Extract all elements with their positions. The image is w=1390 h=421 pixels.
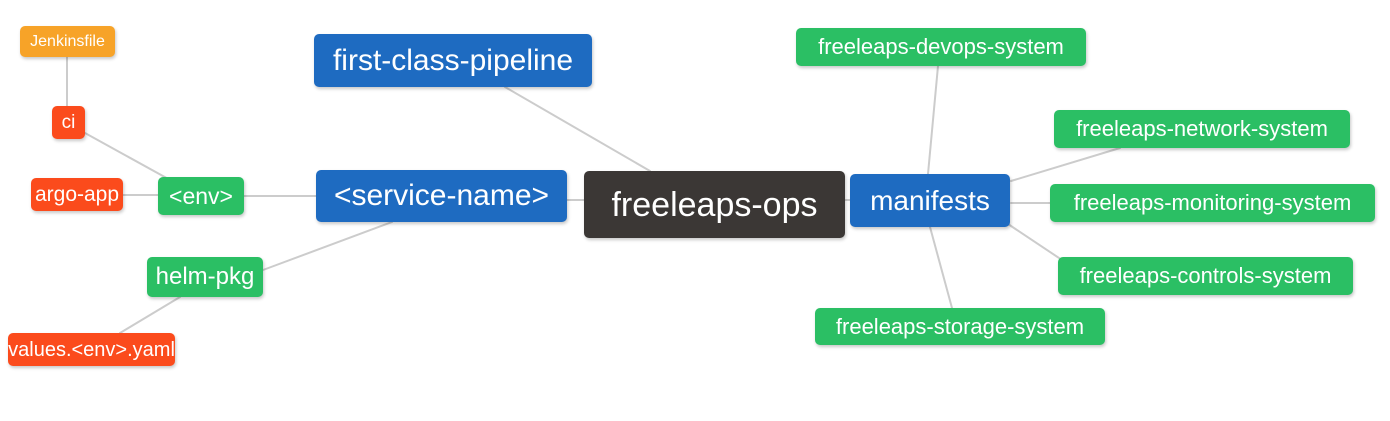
- node-label: ci: [61, 112, 76, 133]
- node-label: <env>: [169, 182, 233, 209]
- node-ci[interactable]: ci: [52, 106, 85, 139]
- node-manifests[interactable]: manifests: [850, 174, 1010, 227]
- node-label: <service-name>: [333, 179, 550, 212]
- node-label: argo-app: [34, 183, 120, 206]
- node-service-name[interactable]: <service-name>: [316, 170, 567, 222]
- node-values-env-yaml[interactable]: values.<env>.yaml: [8, 333, 175, 366]
- edge-manifests-to-freeleaps-storage-system: [929, 226, 953, 309]
- node-label: freeleaps-devops-system: [818, 34, 1064, 59]
- node-label: Jenkinsfile: [30, 32, 105, 50]
- node-freeleaps-devops-system[interactable]: freeleaps-devops-system: [796, 28, 1086, 66]
- node-freeleaps-monitoring-system[interactable]: freeleaps-monitoring-system: [1050, 184, 1375, 222]
- node-freeleaps-storage-system[interactable]: freeleaps-storage-system: [815, 308, 1105, 345]
- node-freeleaps-controls-system[interactable]: freeleaps-controls-system: [1058, 257, 1353, 295]
- node-label: freeleaps-ops: [611, 185, 818, 224]
- node-label: helm-pkg: [155, 263, 255, 290]
- node-helm-pkg[interactable]: helm-pkg: [147, 257, 263, 297]
- node-label: values.<env>.yaml: [8, 338, 175, 361]
- node-first-class-pipeline[interactable]: first-class-pipeline: [314, 34, 592, 87]
- edge-ci-to-env: [84, 132, 173, 182]
- edge-manifests-to-freeleaps-network-system: [1010, 147, 1121, 182]
- node-label: first-class-pipeline: [332, 43, 574, 77]
- node-label: freeleaps-network-system: [1076, 116, 1328, 141]
- node-freeleaps-ops[interactable]: freeleaps-ops: [584, 171, 845, 238]
- node-env[interactable]: <env>: [158, 177, 244, 215]
- edge-helm-pkg-to-service-name: [262, 221, 393, 271]
- node-jenkinsfile[interactable]: Jenkinsfile: [20, 26, 115, 57]
- node-label: freeleaps-monitoring-system: [1073, 190, 1352, 215]
- edge-manifests-to-freeleaps-controls-system: [1004, 221, 1063, 261]
- node-label: freeleaps-controls-system: [1079, 263, 1332, 288]
- node-argo-app[interactable]: argo-app: [31, 178, 123, 211]
- edge-manifests-to-freeleaps-devops-system: [927, 65, 939, 175]
- node-label: freeleaps-storage-system: [835, 313, 1085, 339]
- node-freeleaps-network-system[interactable]: freeleaps-network-system: [1054, 110, 1350, 148]
- node-label: manifests: [870, 184, 990, 216]
- edge-first-class-pipeline-to-freeleaps-ops: [504, 86, 651, 172]
- edge-values-env-yaml-to-helm-pkg: [119, 296, 181, 334]
